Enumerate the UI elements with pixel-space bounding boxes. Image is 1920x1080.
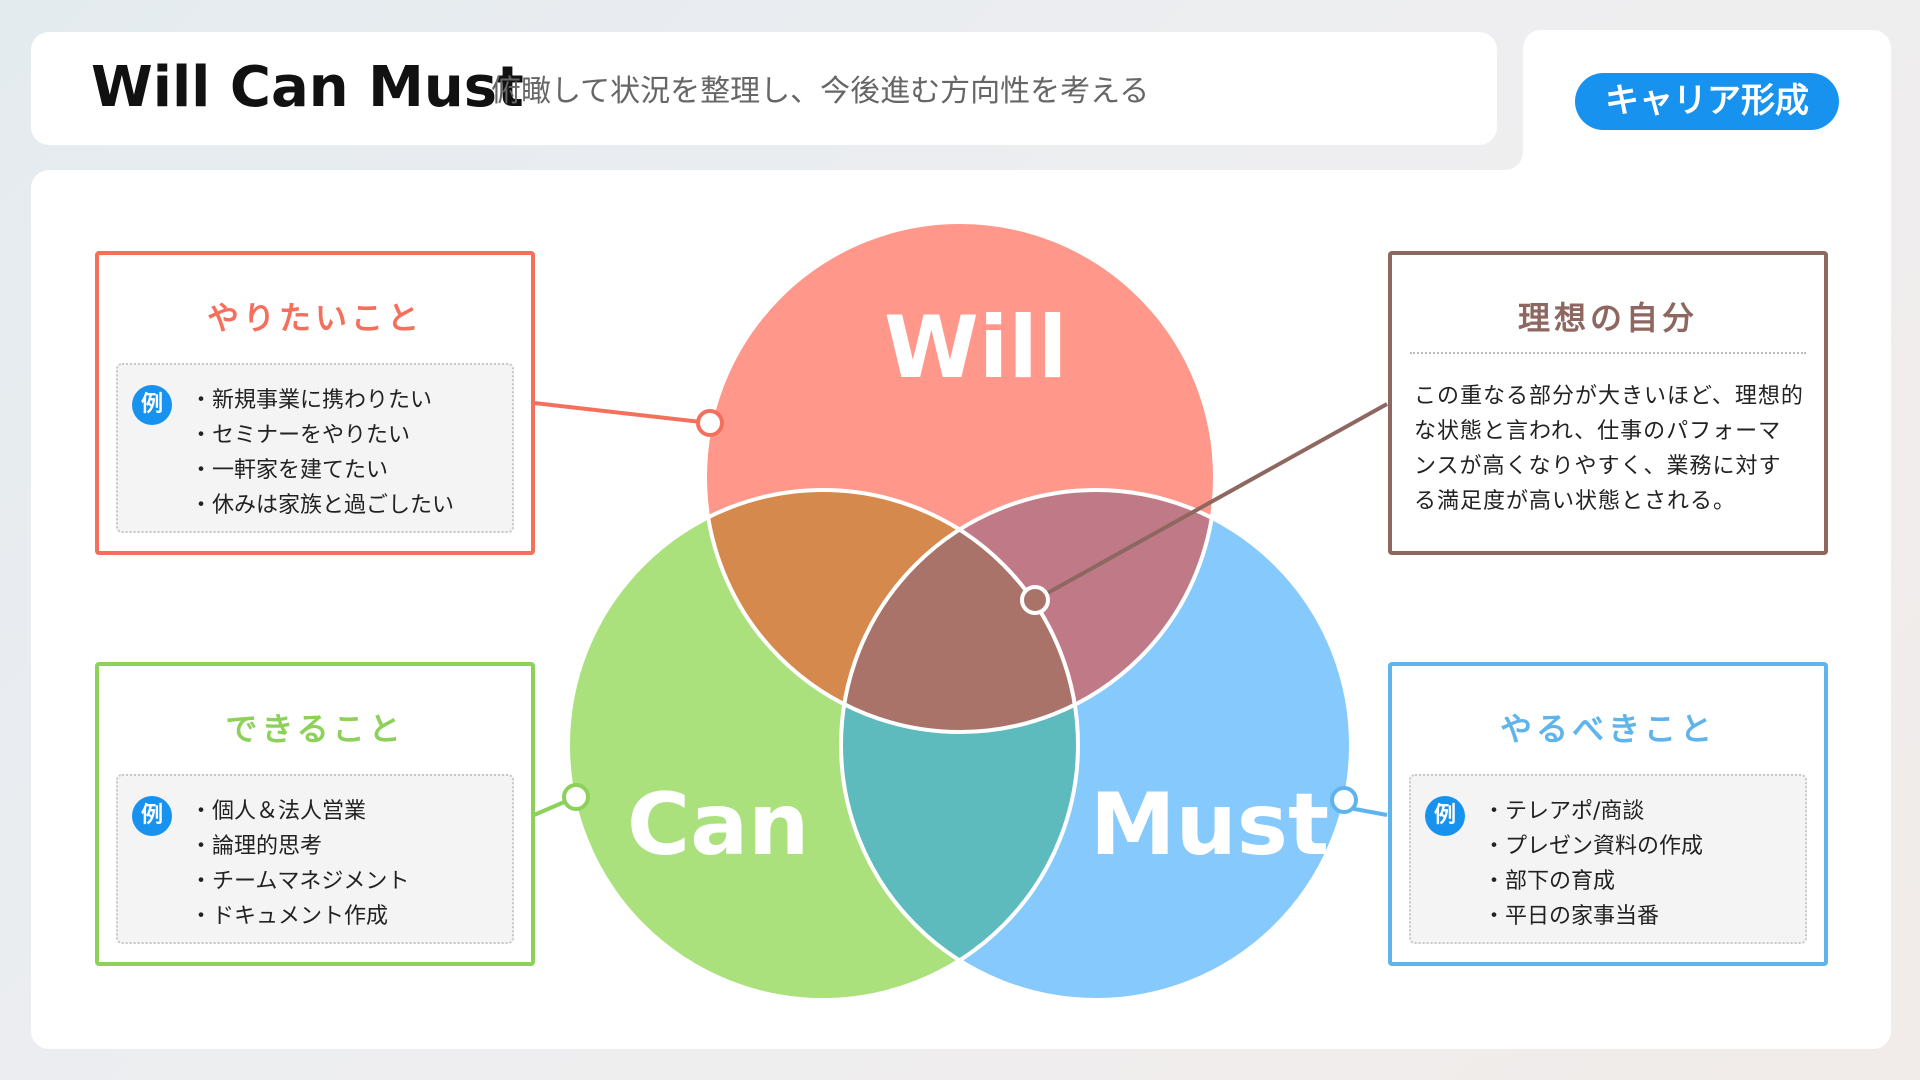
can-label: Can bbox=[627, 775, 810, 875]
must-connector-dot bbox=[1330, 786, 1358, 814]
can-example-badge: 例 bbox=[132, 796, 172, 836]
will-connector-line bbox=[533, 401, 711, 425]
list-item: ・個人＆法人営業 bbox=[190, 799, 367, 824]
must-label: Must bbox=[1090, 775, 1330, 875]
can-example-box: 例 ・個人＆法人営業 ・論理的思考 ・チームマネジメント ・ドキュメント作成 bbox=[116, 774, 514, 944]
must-example-box: 例 ・テレアポ/商談 ・プレゼン資料の作成 ・部下の育成 ・平日の家事当番 bbox=[1409, 774, 1807, 944]
list-item: ・プレゼン資料の作成 bbox=[1483, 834, 1704, 859]
ideal-card-title: 理想の自分 bbox=[1517, 299, 1698, 337]
list-item: ・休みは家族と過ごしたい bbox=[190, 493, 455, 518]
must-example-badge: 例 bbox=[1425, 796, 1465, 836]
category-badge: キャリア形成 bbox=[1575, 73, 1839, 130]
must-outline bbox=[839, 488, 1353, 1002]
list-item: ・テレアポ/商談 bbox=[1483, 799, 1645, 824]
ideal-card: 理想の自分 この重なる部分が大きいほど、理想的な状態と言われ、仕事のパフォーマン… bbox=[1388, 251, 1828, 555]
can-card-title: できること bbox=[225, 710, 405, 748]
list-item: ・論理的思考 bbox=[190, 834, 323, 859]
center-overlap bbox=[841, 490, 1078, 732]
will-label: Will bbox=[884, 298, 1068, 398]
page-title: Will Can Must bbox=[91, 55, 524, 120]
list-item: ・チームマネジメント bbox=[190, 869, 410, 894]
must-example-list: ・テレアポ/商談 ・プレゼン資料の作成 ・部下の育成 ・平日の家事当番 bbox=[1483, 794, 1703, 934]
ideal-connector-line bbox=[1034, 402, 1388, 602]
will-card: やりたいこと 例 ・新規事業に携わりたい ・セミナーをやりたい ・一軒家を建てた… bbox=[95, 251, 535, 555]
page-subtitle: 俯瞰して状況を整理し、今後進む方向性を考える bbox=[491, 74, 1150, 109]
can-outline bbox=[566, 488, 1080, 1002]
ideal-divider bbox=[1410, 352, 1806, 354]
list-item: ・ドキュメント作成 bbox=[190, 904, 389, 929]
list-item: ・一軒家を建てたい bbox=[190, 458, 389, 483]
list-item: ・新規事業に携わりたい bbox=[190, 388, 433, 413]
will-example-list: ・新規事業に携わりたい ・セミナーをやりたい ・一軒家を建てたい ・休みは家族と… bbox=[190, 383, 454, 523]
must-card: やるべきこと 例 ・テレアポ/商談 ・プレゼン資料の作成 ・部下の育成 ・平日の… bbox=[1388, 662, 1828, 966]
must-card-title: やるべきこと bbox=[1499, 710, 1716, 748]
will-card-title: やりたいこと bbox=[206, 299, 423, 337]
ideal-card-text: この重なる部分が大きいほど、理想的な状態と言われ、仕事のパフォーマンスが高くなり… bbox=[1414, 384, 1804, 514]
ideal-connector-dot bbox=[1020, 585, 1050, 615]
will-example-box: 例 ・新規事業に携わりたい ・セミナーをやりたい ・一軒家を建てたい ・休みは家… bbox=[116, 363, 514, 533]
list-item: ・平日の家事当番 bbox=[1483, 904, 1660, 929]
header-bar: Will Can Must 俯瞰して状況を整理し、今後進む方向性を考える bbox=[31, 32, 1497, 145]
will-example-badge: 例 bbox=[132, 385, 172, 425]
list-item: ・部下の育成 bbox=[1483, 869, 1616, 894]
will-outline bbox=[703, 220, 1217, 734]
can-connector-dot bbox=[562, 783, 590, 811]
will-connector-dot bbox=[696, 409, 724, 437]
can-card: できること 例 ・個人＆法人営業 ・論理的思考 ・チームマネジメント ・ドキュメ… bbox=[95, 662, 535, 966]
can-example-list: ・個人＆法人営業 ・論理的思考 ・チームマネジメント ・ドキュメント作成 bbox=[190, 794, 409, 934]
list-item: ・セミナーをやりたい bbox=[190, 423, 411, 448]
